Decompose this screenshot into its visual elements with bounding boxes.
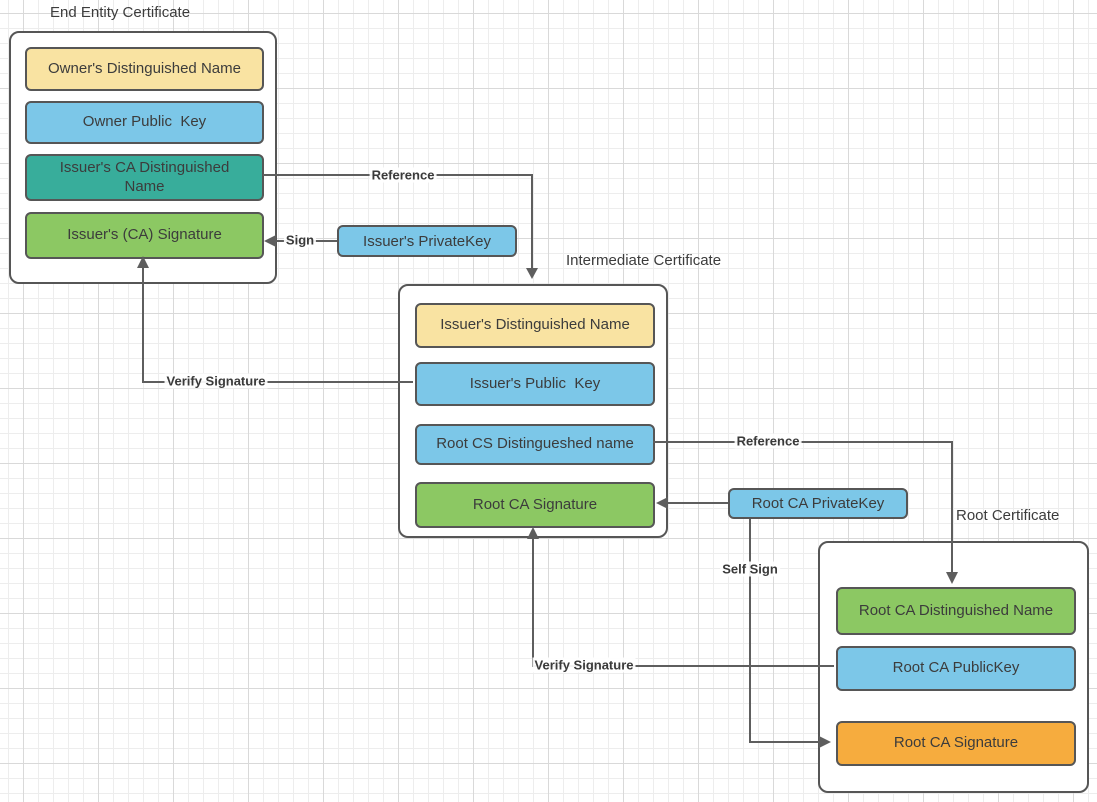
end-entity-certificate-title: End Entity Certificate: [50, 4, 191, 21]
label-verify-root-to-intermediate: Verify Signature: [532, 657, 636, 673]
field-issuers-ca-distinguished-name[interactable]: Issuer's CA Distinguished Name: [25, 154, 264, 201]
field-root-ca-publickey[interactable]: Root CA PublicKey: [836, 646, 1076, 691]
intermediate-certificate-title: Intermediate Certificate: [566, 252, 722, 269]
label-sign: Sign: [283, 232, 317, 248]
group-end-entity-certificate[interactable]: Owner's Distinguished Name Owner Public …: [9, 31, 277, 284]
node-issuers-privatekey[interactable]: Issuer's PrivateKey: [337, 225, 517, 257]
node-root-ca-privatekey[interactable]: Root CA PrivateKey: [728, 488, 908, 519]
field-root-cs-distingueshed-name[interactable]: Root CS Distingueshed name: [415, 424, 655, 465]
group-intermediate-certificate[interactable]: Issuer's Distinguished Name Issuer's Pub…: [398, 284, 668, 538]
label-reference-end-to-intermediate: Reference: [369, 167, 437, 183]
label-self-sign: Self Sign: [720, 561, 780, 577]
field-root-ca-distinguished-name[interactable]: Root CA Distinguished Name: [836, 587, 1076, 635]
field-root-ca-signature-intermediate[interactable]: Root CA Signature: [415, 482, 655, 528]
field-issuers-distinguished-name[interactable]: Issuer's Distinguished Name: [415, 303, 655, 348]
field-issuers-public-key[interactable]: Issuer's Public Key: [415, 362, 655, 406]
label-reference-intermediate-to-root: Reference: [734, 433, 802, 449]
field-owner-public-key[interactable]: Owner Public Key: [25, 101, 264, 144]
connector-verify-intermediate-to-end: [142, 267, 413, 383]
group-root-certificate[interactable]: Root CA Distinguished Name Root CA Publi…: [818, 541, 1089, 793]
field-root-ca-signature-root[interactable]: Root CA Signature: [836, 721, 1076, 766]
connector-verify-root-to-intermediate: [532, 538, 834, 667]
connector-self-sign: [749, 519, 820, 743]
root-certificate-title: Root Certificate: [956, 507, 1060, 524]
arrowhead-reference-end-to-intermediate: [526, 268, 538, 279]
field-owners-distinguished-name[interactable]: Owner's Distinguished Name: [25, 47, 264, 91]
field-issuers-ca-signature[interactable]: Issuer's (CA) Signature: [25, 212, 264, 259]
label-verify-intermediate-to-end: Verify Signature: [164, 373, 268, 389]
